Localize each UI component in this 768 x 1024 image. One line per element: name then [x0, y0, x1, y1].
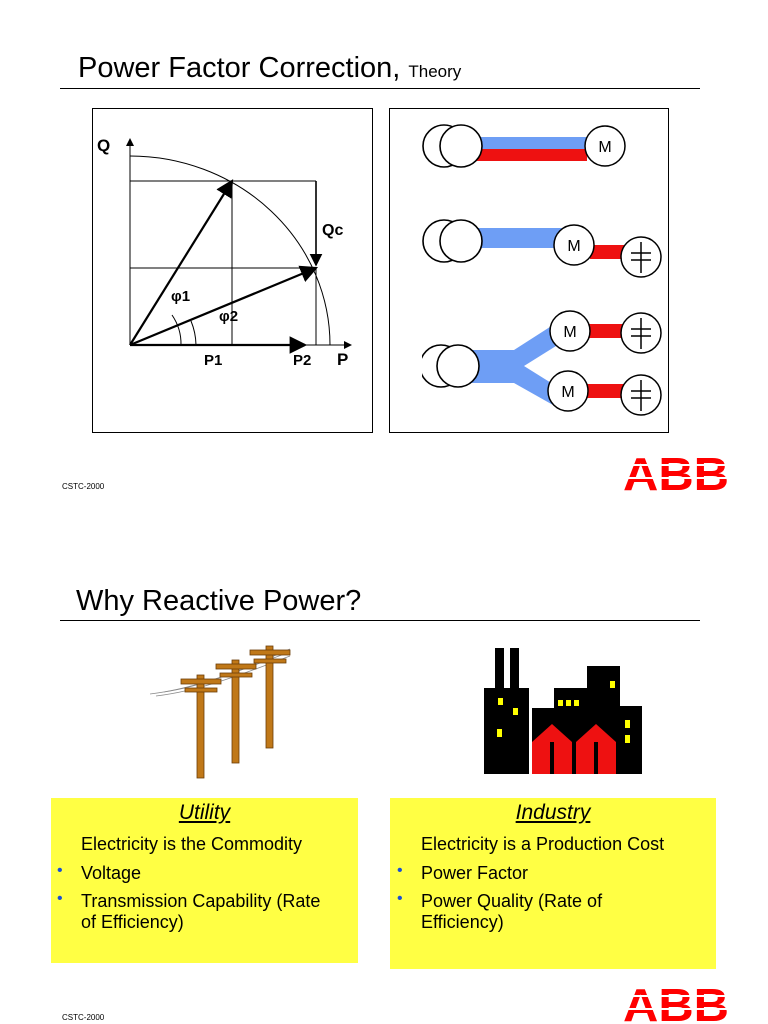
compensation-diagram: M M M M	[390, 124, 662, 416]
utility-bullet-1-marker: •	[57, 862, 63, 879]
utility-bullet-1: Voltage	[81, 863, 142, 883]
abb-logo-slide1: ABB	[622, 452, 730, 492]
phi1-arc	[171, 314, 182, 346]
industry-box: Industry Electricity is a Production Cos…	[390, 798, 716, 969]
compensation-panel: M M M M	[389, 108, 669, 433]
row2-transformer-icon	[422, 219, 483, 263]
industry-line: Electricity is a Production Cost	[421, 834, 665, 854]
industry-bullet-2-cont: Efficiency)	[421, 912, 504, 932]
row3-top-motor-icon	[549, 310, 591, 352]
industry-bullet-2: Power Quality (Rate of	[421, 891, 603, 911]
row1-motor-label: M	[598, 139, 611, 156]
p-label: P	[337, 350, 348, 369]
industry-bullet-1: Power Factor	[421, 863, 529, 883]
row3-top-capacitor-icon	[620, 312, 662, 354]
row2-motor-icon	[553, 224, 595, 266]
apparent-power-arc	[129, 155, 331, 346]
row1-blue-line	[472, 137, 587, 149]
row3-bottom-capacitor-icon	[620, 374, 662, 416]
utility-bullet-2-marker: •	[57, 890, 63, 907]
p2-label: P2	[293, 352, 311, 369]
slide2-title-rule	[60, 620, 700, 621]
abb-logo-slide2: ABB	[622, 983, 730, 1023]
s1-vector	[129, 179, 234, 346]
slide1-title-rule	[60, 88, 700, 89]
phi2-label: φ2	[219, 308, 238, 325]
row3-blue-split	[470, 325, 564, 405]
row2-motor-label: M	[567, 238, 580, 255]
s2-vector	[129, 265, 319, 347]
q-label: Q	[97, 136, 110, 155]
industry-bullet-1-marker: •	[397, 862, 403, 879]
phi1-label: φ1	[171, 288, 190, 305]
row1-red-line	[472, 149, 587, 161]
industry-heading: Industry	[515, 801, 591, 824]
utility-box: Utility Electricity is the Commodity • V…	[51, 798, 358, 963]
row3-bottom-motor-icon	[547, 370, 589, 412]
utility-heading: Utility	[178, 801, 231, 824]
utility-bullet-2: Transmission Capability (Rate	[81, 891, 321, 911]
slide2-footer: CSTC-2000	[62, 1013, 105, 1022]
slide1-title-text: Power Factor Correction,	[78, 52, 401, 84]
row3-top-motor-label: M	[563, 324, 576, 341]
utility-bullet-2-cont: of Efficiency)	[81, 912, 184, 932]
slide1-title: Power Factor Correction, Theory	[78, 52, 461, 85]
row3-bottom-motor-label: M	[561, 384, 574, 401]
row2-red-line	[590, 245, 626, 259]
phi2-arc	[190, 320, 197, 346]
abb-logo-text: ABB	[623, 452, 729, 492]
power-triangle-panel: Q Qc φ1 φ2 P1 P2 P	[92, 108, 373, 433]
slide1-subtitle: Theory	[408, 62, 462, 81]
row3-bottom-red-line	[586, 384, 626, 398]
factory-image	[484, 648, 642, 774]
row2-blue-line	[472, 228, 578, 248]
row3-transformer-icon	[390, 341, 480, 391]
utility-line: Electricity is the Commodity	[81, 834, 303, 854]
row3-top-red-line	[588, 324, 626, 338]
slide2-title: Why Reactive Power?	[76, 585, 362, 617]
p1-label: P1	[204, 352, 222, 369]
qc-label: Qc	[322, 222, 343, 239]
row1-motor-icon	[584, 125, 626, 167]
row1-transformer-icon	[422, 124, 483, 168]
row2-capacitor-icon	[620, 236, 662, 278]
power-poles-image	[150, 645, 291, 779]
slide1-footer: CSTC-2000	[62, 482, 105, 491]
industry-bullet-2-marker: •	[397, 890, 403, 907]
abb-logo-text: ABB	[623, 983, 729, 1023]
power-triangle-diagram: Q Qc φ1 φ2 P1 P2 P	[97, 136, 352, 369]
